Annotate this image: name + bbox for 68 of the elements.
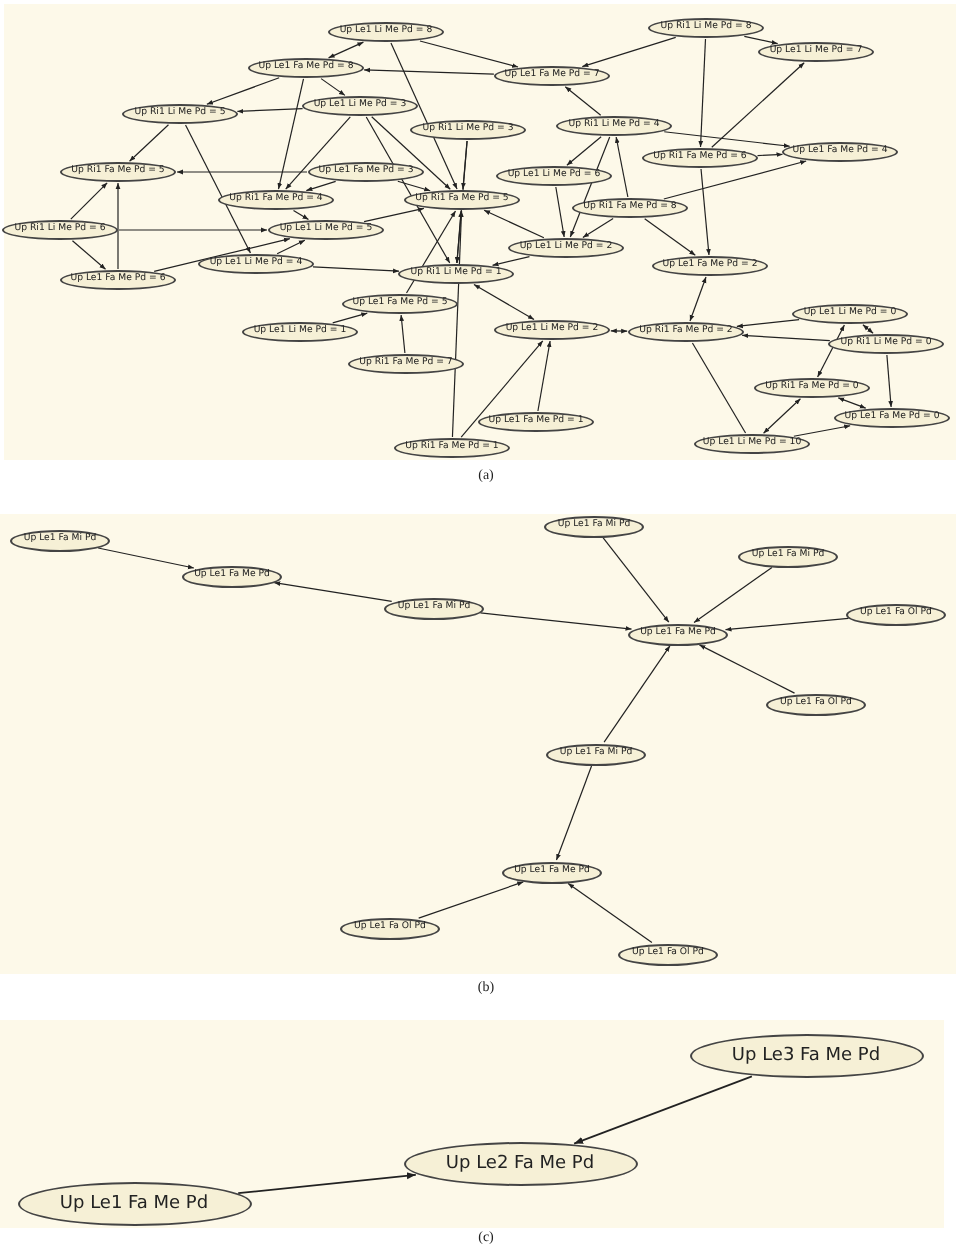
double-arrow [327,41,365,59]
connector-line [691,342,747,434]
arrow [698,38,707,148]
double-arrow [762,398,802,434]
arrow [451,210,464,438]
arrow [741,333,831,342]
arrow [312,266,400,274]
arrow [537,340,552,412]
arrow [663,131,791,148]
arrow [153,237,291,272]
double-arrow [610,328,628,334]
arrow [491,256,531,267]
arrow [332,312,368,324]
arrow [285,116,351,190]
arrow [206,77,280,105]
arrow [399,314,406,354]
arrow [176,169,308,175]
arrow [555,765,593,861]
double-arrow [837,397,867,409]
arrow [418,881,524,919]
arrow [736,318,800,329]
arrow [273,581,393,602]
arrow [573,1075,753,1145]
arrow [663,160,807,200]
arrow [564,86,602,116]
arrow [644,218,696,256]
arrow [292,209,310,221]
double-arrow [689,276,707,322]
arrow [277,78,305,190]
arrow [390,42,458,190]
arrow [320,78,346,96]
arrow [743,35,779,45]
arrow [693,566,773,624]
arrow [700,168,711,256]
arrow [115,182,121,270]
arrow [602,537,670,623]
arrow [128,124,170,162]
arrow [886,354,893,408]
arrow [70,182,108,220]
arrow [581,36,677,68]
arrow [756,152,784,158]
arrow [479,612,633,631]
arrow [566,136,602,166]
arrow [582,217,614,239]
arrow [567,882,653,944]
arrow [724,617,850,632]
arrow [419,40,519,68]
arrow [397,180,431,192]
arrow [603,645,671,743]
arrow [614,136,629,198]
arrow [363,67,495,75]
arrow [555,186,566,238]
arrow [698,644,796,694]
arrow [276,239,306,255]
arrow [71,240,107,270]
arrow [711,62,805,148]
double-arrow [473,283,535,321]
double-arrow [455,210,463,264]
arrow [184,124,252,254]
arrow [363,207,425,223]
arrow [237,1172,417,1195]
double-arrow [862,324,874,334]
arrow [371,116,451,190]
arrow [236,107,304,114]
arrow [305,180,337,192]
arrow [483,209,545,239]
arrow [460,340,544,438]
arrow [118,227,268,233]
